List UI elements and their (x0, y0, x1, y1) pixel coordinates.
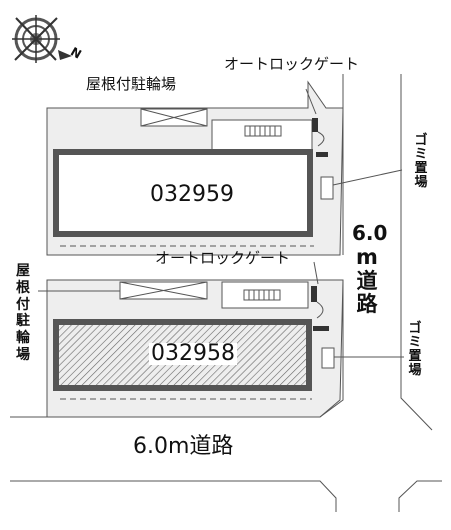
garbage-bottom-label: ゴ ミ 置 場 (408, 321, 422, 379)
entrance-area-upper (211, 119, 313, 151)
garbage-area-lower (321, 347, 404, 369)
bicycle-parking-lower (38, 281, 208, 300)
bicycle-parking-left-label: 屋 根 付 駐 輪 場 (16, 263, 30, 363)
road-right-label: m 道 路 (356, 245, 378, 317)
road-bottom (10, 416, 442, 512)
autolock-gate-top-label: オートロックゲート (224, 55, 360, 73)
autolock-gate-mid-label: オートロックゲート (155, 249, 291, 267)
garbage-top-label: ゴ ミ 置 場 (414, 133, 428, 191)
garbage-area-upper (320, 169, 403, 200)
road-bottom-label: 6.0m道路 (133, 434, 234, 459)
road-right-width-label: 6.0 (352, 221, 388, 245)
bicycle-parking-upper (140, 108, 208, 127)
building-id-032958: 032958 (149, 341, 237, 366)
autolock-gate-lower (311, 261, 329, 331)
compass-icon (12, 15, 72, 63)
bicycle-parking-top-label: 屋根付駐輪場 (86, 75, 177, 93)
building-032958 (53, 319, 312, 400)
entrance-area-lower (221, 281, 309, 309)
autolock-gate-upper (305, 88, 328, 157)
road-right (319, 74, 433, 431)
building-id-032959: 032959 (150, 182, 234, 207)
